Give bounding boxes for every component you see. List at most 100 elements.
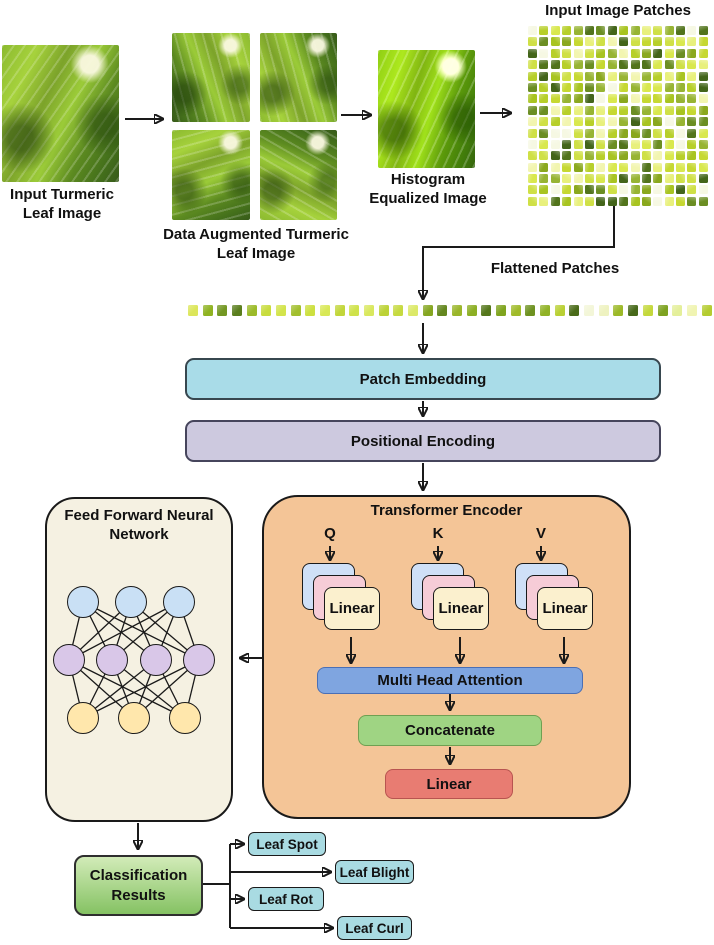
flattened-patch-cell bbox=[393, 304, 404, 316]
positional-encoding-box: Positional Encoding bbox=[185, 420, 661, 462]
patch-cell bbox=[641, 162, 651, 172]
patch-cell bbox=[573, 82, 583, 92]
patch-cell bbox=[630, 60, 640, 70]
flattened-patch-cell bbox=[408, 304, 419, 316]
patch-cell bbox=[619, 37, 629, 47]
patch-cell bbox=[562, 128, 572, 138]
patch-cell bbox=[584, 117, 594, 127]
patch-cell bbox=[539, 37, 549, 47]
patch-cell bbox=[573, 185, 583, 195]
patch-cell bbox=[619, 151, 629, 161]
patch-cell bbox=[584, 26, 594, 35]
patch-cell bbox=[619, 139, 629, 149]
patch-cell bbox=[641, 71, 651, 81]
patch-cell bbox=[664, 48, 674, 58]
patch-cell bbox=[607, 151, 617, 161]
patch-cell bbox=[653, 196, 663, 206]
patch-cell bbox=[664, 71, 674, 81]
patch-cell bbox=[539, 60, 549, 70]
patch-cell bbox=[539, 196, 549, 206]
patch-cell bbox=[550, 37, 560, 47]
patch-cell bbox=[562, 174, 572, 184]
patch-cell bbox=[687, 26, 697, 35]
histogram-equalized-image bbox=[378, 50, 475, 168]
patch-cell bbox=[676, 185, 686, 195]
flattened-patch-cell bbox=[452, 304, 463, 316]
ffnn-node-output bbox=[169, 702, 201, 734]
patch-cell bbox=[573, 71, 583, 81]
flattened-patch-cell bbox=[496, 304, 507, 316]
patch-cell bbox=[664, 26, 674, 35]
patch-cell bbox=[562, 196, 572, 206]
patch-cell bbox=[528, 82, 537, 92]
patch-cell bbox=[630, 48, 640, 58]
patch-cell bbox=[641, 82, 651, 92]
flattened-patches-strip bbox=[188, 304, 712, 316]
patch-cell bbox=[539, 94, 549, 104]
output-leaf-blight: Leaf Blight bbox=[335, 860, 414, 884]
patch-cell bbox=[584, 94, 594, 104]
patch-cell bbox=[641, 174, 651, 184]
ffnn-node-hidden bbox=[140, 644, 172, 676]
patch-cell bbox=[584, 82, 594, 92]
flattened-patch-cell bbox=[334, 304, 345, 316]
patch-cell bbox=[550, 105, 560, 115]
flattened-patch-cell bbox=[276, 304, 287, 316]
flattened-patch-cell bbox=[642, 304, 653, 316]
transformer-encoder-title: Transformer Encoder bbox=[370, 502, 523, 519]
patch-cell bbox=[550, 82, 560, 92]
patch-cell bbox=[676, 48, 686, 58]
patch-cell bbox=[653, 185, 663, 195]
flattened-patch-cell bbox=[598, 304, 609, 316]
patch-cell bbox=[653, 48, 663, 58]
patch-cell bbox=[562, 185, 572, 195]
patch-cell bbox=[687, 151, 697, 161]
patch-cell bbox=[698, 196, 708, 206]
q-linear-stack: Linear bbox=[302, 563, 382, 630]
patch-cell bbox=[528, 105, 537, 115]
patch-cell bbox=[619, 117, 629, 127]
patch-cell bbox=[687, 71, 697, 81]
patch-cell bbox=[619, 60, 629, 70]
patch-cell bbox=[664, 151, 674, 161]
patch-cell bbox=[596, 185, 606, 195]
patch-cell bbox=[676, 71, 686, 81]
flattened-patch-cell bbox=[261, 304, 272, 316]
patch-cell bbox=[698, 117, 708, 127]
augmented-leaf-image bbox=[172, 130, 250, 220]
input-leaf-label: Input Turmeric Leaf Image bbox=[10, 186, 114, 222]
patch-cell bbox=[539, 48, 549, 58]
patch-cell bbox=[539, 162, 549, 172]
patch-cell bbox=[664, 128, 674, 138]
patch-cell bbox=[584, 37, 594, 47]
patch-cell bbox=[687, 185, 697, 195]
patch-cell bbox=[630, 139, 640, 149]
v-linear-stack: Linear bbox=[515, 563, 595, 630]
patch-cell bbox=[619, 48, 629, 58]
patch-cell bbox=[676, 82, 686, 92]
patch-cell bbox=[687, 94, 697, 104]
patch-cell bbox=[562, 37, 572, 47]
patch-cell bbox=[550, 174, 560, 184]
patch-cell bbox=[687, 162, 697, 172]
flattened-patch-cell bbox=[422, 304, 433, 316]
patch-cell bbox=[630, 162, 640, 172]
patch-cell bbox=[584, 60, 594, 70]
patch-cell bbox=[607, 117, 617, 127]
flattened-patch-cell bbox=[701, 304, 712, 316]
patch-cell bbox=[550, 128, 560, 138]
patch-cell bbox=[528, 37, 537, 47]
ffnn-title: Feed Forward Neural Network bbox=[64, 507, 214, 543]
patch-cell bbox=[664, 196, 674, 206]
patch-cell bbox=[550, 117, 560, 127]
patch-cell bbox=[698, 128, 708, 138]
patch-cell bbox=[573, 26, 583, 35]
multi-head-attention-box: Multi Head Attention bbox=[317, 667, 583, 694]
patch-cell bbox=[698, 71, 708, 81]
patch-cell bbox=[653, 139, 663, 149]
flattened-patch-cell bbox=[246, 304, 257, 316]
patch-cell bbox=[676, 60, 686, 70]
flattened-patch-cell bbox=[657, 304, 668, 316]
flattened-patch-cell bbox=[628, 304, 639, 316]
patch-cell bbox=[584, 105, 594, 115]
